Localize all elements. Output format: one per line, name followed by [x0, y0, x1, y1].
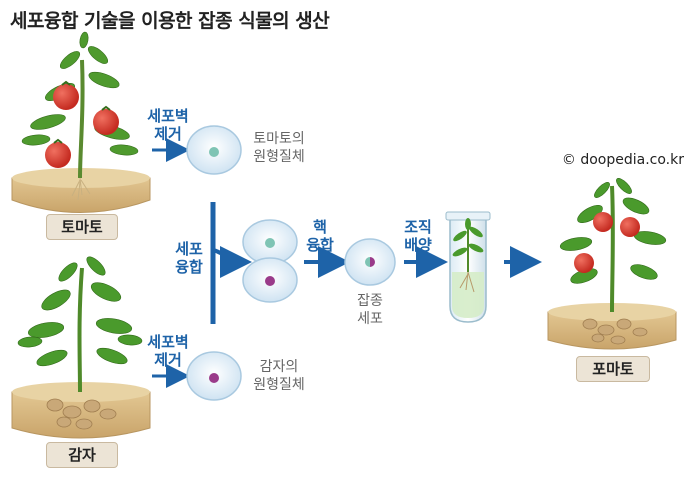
copyright-credit: © doopedia.co.kr: [561, 152, 684, 168]
pomato-label: 포마토: [576, 356, 650, 382]
process-arrows: [152, 138, 542, 388]
pomato-plant-illustration: [547, 178, 677, 350]
tomato-protoplast: [186, 125, 242, 175]
potato-nucleus: [209, 373, 219, 383]
potato-plant-illustration: [11, 256, 151, 439]
fusing-cells: [242, 219, 298, 303]
potato-label: 감자: [46, 442, 118, 468]
diagram-title: 세포융합 기술을 이용한 잡종 식물의 생산: [10, 10, 330, 32]
tomato-label: 토마토: [46, 214, 118, 240]
culture-test-tube: [445, 211, 491, 323]
tomato-nucleus: [209, 147, 219, 157]
tomato-plant-illustration: [11, 31, 151, 213]
hybrid-cell: [344, 238, 396, 286]
potato-protoplast: [186, 351, 242, 401]
